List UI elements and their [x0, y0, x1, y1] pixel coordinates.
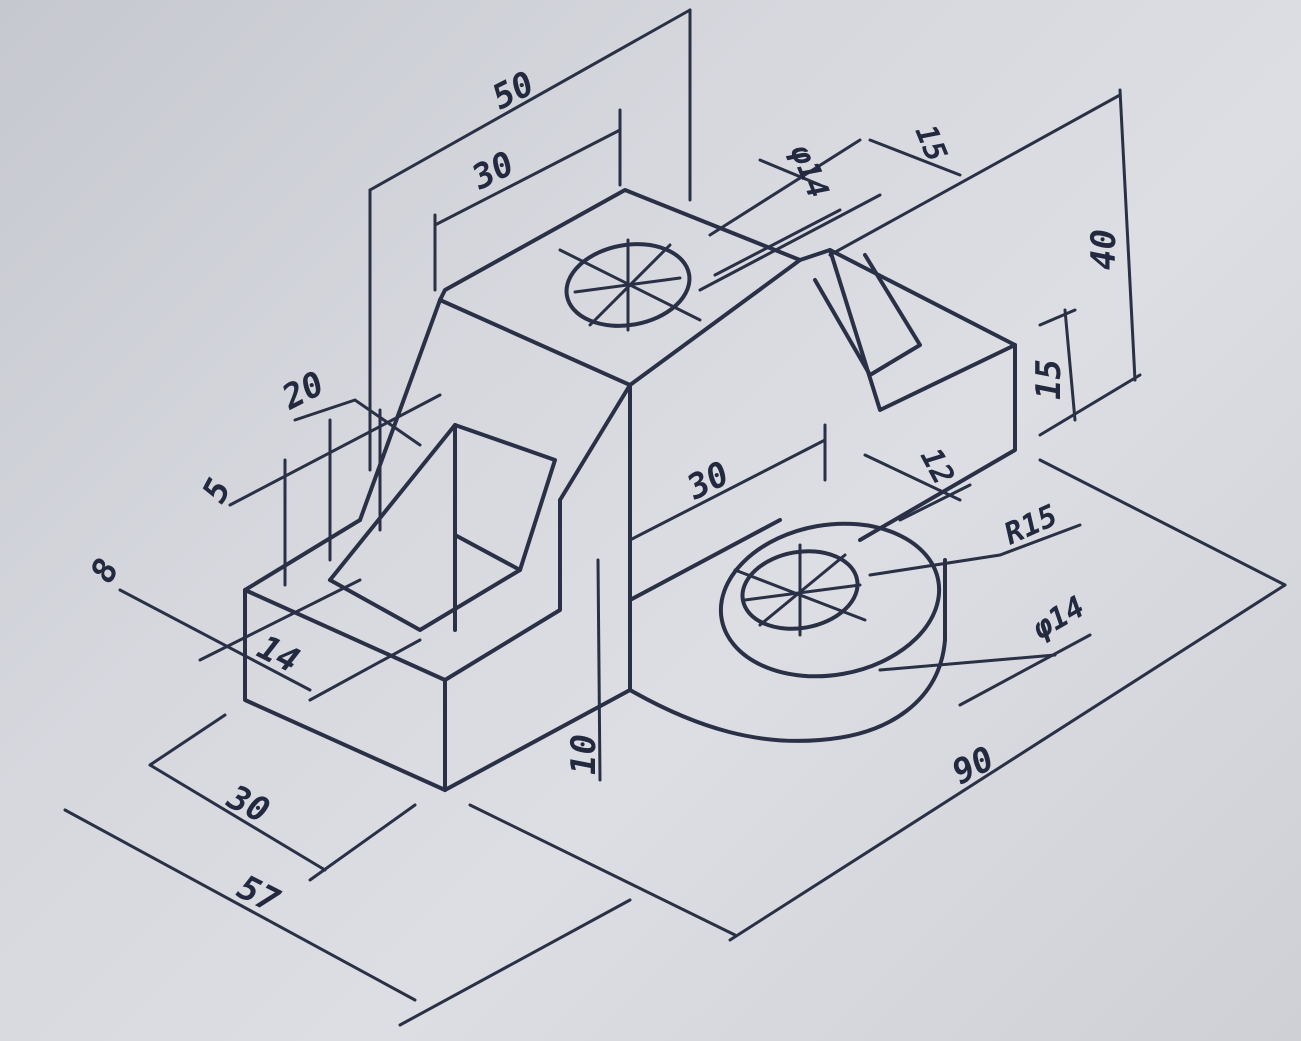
dim-label-30-top: 30 — [465, 144, 521, 199]
dim-label-15-top: 15 — [908, 120, 954, 167]
dim-label-30-front: 30 — [220, 777, 276, 832]
dim-label-R15: R15 — [999, 498, 1063, 552]
dimension-labels: 50 30 φ14 15 40 15 20 5 8 14 30 57 10 30… — [83, 64, 1124, 922]
dim-label-14: 14 — [251, 627, 306, 681]
dim-label-10: 10 — [564, 734, 604, 775]
center-lines — [558, 193, 882, 637]
dimension-lines — [63, 8, 1287, 1027]
dim-label-90: 90 — [946, 739, 1001, 793]
dim-label-50: 50 — [486, 64, 541, 118]
dim-label-15-right: 15 — [1029, 359, 1069, 400]
dim-label-5: 5 — [195, 472, 240, 509]
dim-label-40: 40 — [1084, 229, 1124, 270]
dim-label-57: 57 — [231, 867, 286, 921]
dim-label-8: 8 — [83, 552, 128, 589]
dim-label-30-mid: 30 — [680, 454, 736, 509]
dim-label-phi14-top: φ14 — [782, 139, 835, 203]
object-outline — [243, 188, 1017, 792]
